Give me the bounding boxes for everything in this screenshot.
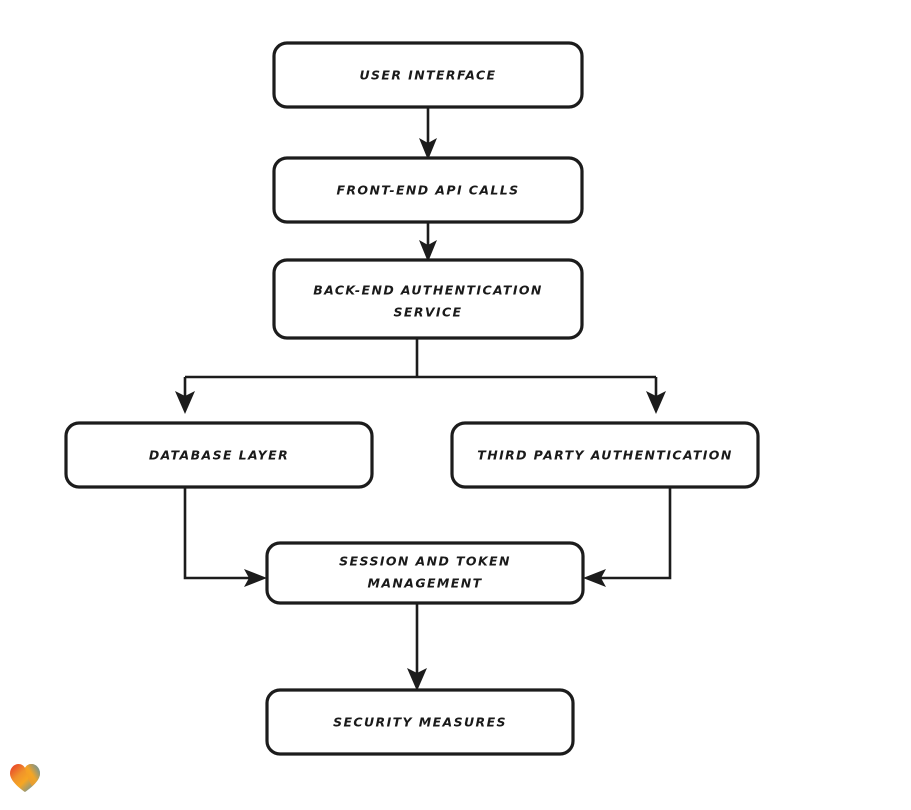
node-session-and-token-management-label-line2: MANAGEMENT [367, 576, 482, 591]
edge-thirdparty-to-session [583, 487, 672, 587]
node-security-measures-box[interactable] [265, 688, 575, 756]
node-user-interface-label: USER INTERFACE [359, 68, 496, 83]
node-database-layer-box[interactable] [64, 421, 374, 489]
node-front-end-api-calls[interactable]: FRONT-END API CALLS [272, 156, 584, 224]
node-back-end-authentication-service-box[interactable] [272, 258, 584, 340]
node-session-and-token-management-label-line1: SESSION AND TOKEN [339, 554, 511, 569]
edge-ui-to-api [419, 107, 437, 160]
node-front-end-api-calls-box[interactable] [272, 156, 584, 224]
heart-icon [10, 764, 40, 792]
node-front-end-api-calls-label: FRONT-END API CALLS [336, 183, 519, 198]
node-database-layer[interactable]: DATABASE LAYER [64, 421, 374, 489]
node-third-party-authentication-label: THIRD PARTY AUTHENTICATION [477, 448, 732, 463]
edge-backend-branch [185, 338, 656, 379]
node-user-interface-box[interactable] [272, 41, 584, 109]
edge-session-to-security [407, 603, 427, 691]
node-back-end-authentication-service[interactable]: BACK-END AUTHENTICATION SERVICE [272, 258, 584, 340]
node-back-end-authentication-service-label-line1: BACK-END AUTHENTICATION [313, 283, 543, 298]
node-database-layer-label: DATABASE LAYER [149, 448, 289, 463]
node-third-party-authentication-box[interactable] [450, 421, 760, 489]
node-session-and-token-management[interactable]: SESSION AND TOKEN MANAGEMENT [265, 541, 585, 605]
node-security-measures[interactable]: SECURITY MEASURES [265, 688, 575, 756]
node-session-and-token-management-box[interactable] [265, 541, 585, 605]
node-user-interface[interactable]: USER INTERFACE [272, 41, 584, 109]
edge-backend-to-database [175, 377, 195, 414]
node-back-end-authentication-service-label-line2: SERVICE [393, 305, 462, 320]
node-security-measures-label: SECURITY MEASURES [333, 715, 507, 730]
edge-database-to-session [183, 487, 267, 587]
edge-api-to-backend [419, 222, 437, 262]
edge-backend-to-thirdparty [646, 377, 666, 414]
node-third-party-authentication[interactable]: THIRD PARTY AUTHENTICATION [450, 421, 760, 489]
